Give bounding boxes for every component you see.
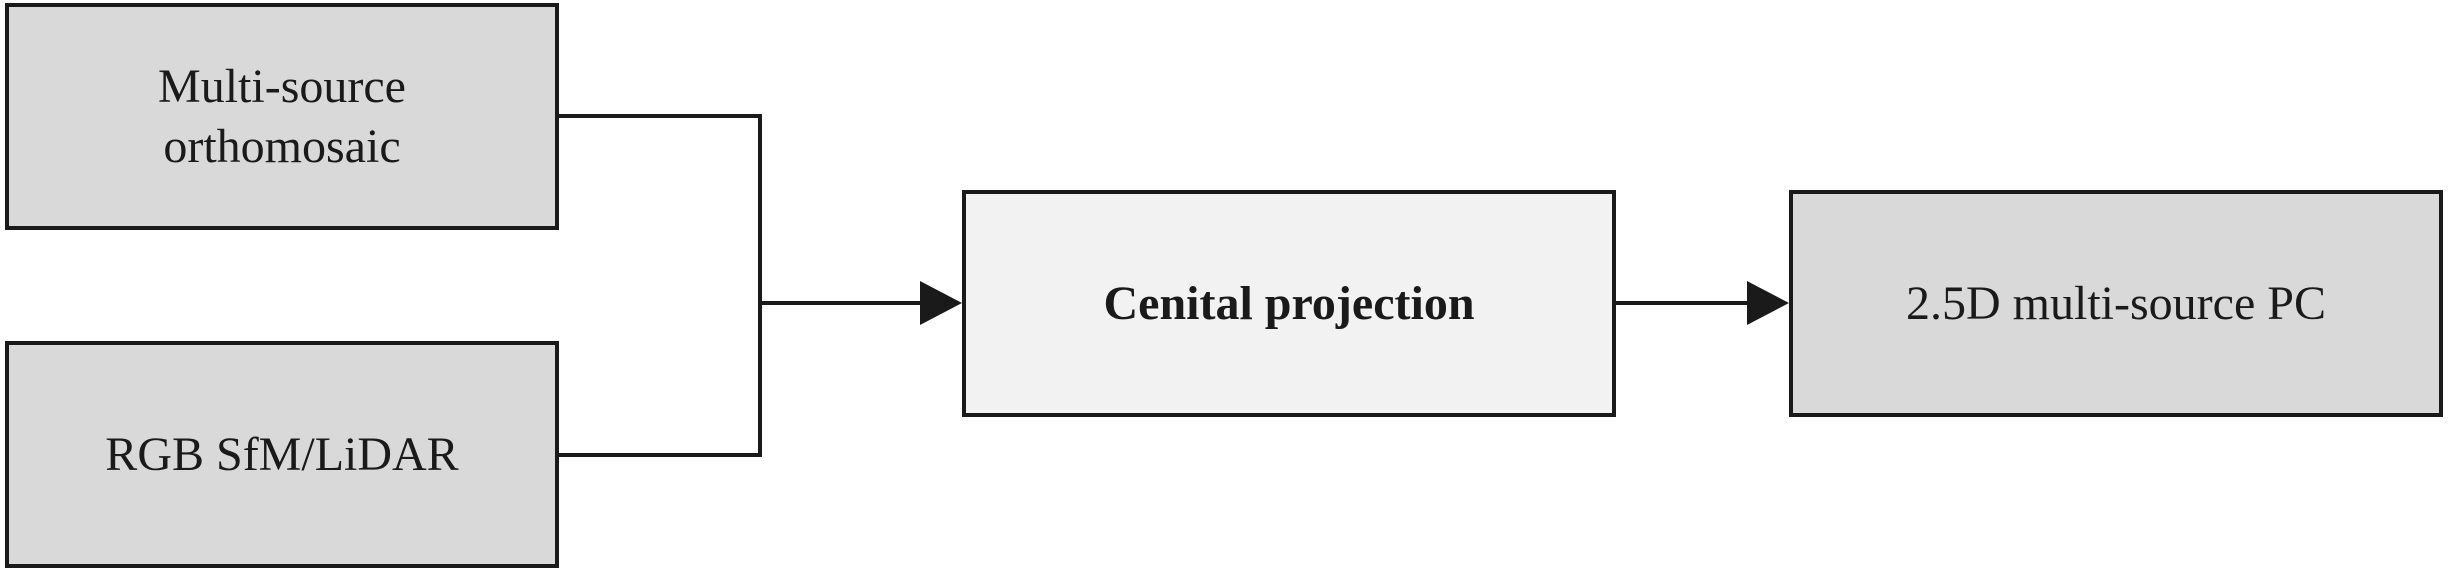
node-label-line-1: Multi-source [158, 59, 406, 113]
node-multi-source-pc-label: 2.5D multi-source PC [1906, 276, 2326, 330]
node-multi-source-orthomosaic-label: Multi-source orthomosaic [158, 57, 406, 177]
node-cenital-projection-label: Cenital projection [1103, 276, 1475, 330]
node-rgb-sfm-lidar: RGB SfM/LiDAR [5, 341, 559, 568]
arrowhead-pointcloud [1747, 281, 1789, 325]
node-cenital-projection: Cenital projection [962, 190, 1616, 417]
edge-orthomosaic-to-merge [559, 114, 762, 457]
arrowhead-projection [920, 281, 962, 325]
node-label-line-2: orthomosaic [163, 119, 401, 173]
node-multi-source-orthomosaic: Multi-source orthomosaic [5, 3, 559, 230]
node-multi-source-pc: 2.5D multi-source PC [1789, 190, 2443, 417]
node-rgb-sfm-lidar-label: RGB SfM/LiDAR [105, 427, 459, 481]
